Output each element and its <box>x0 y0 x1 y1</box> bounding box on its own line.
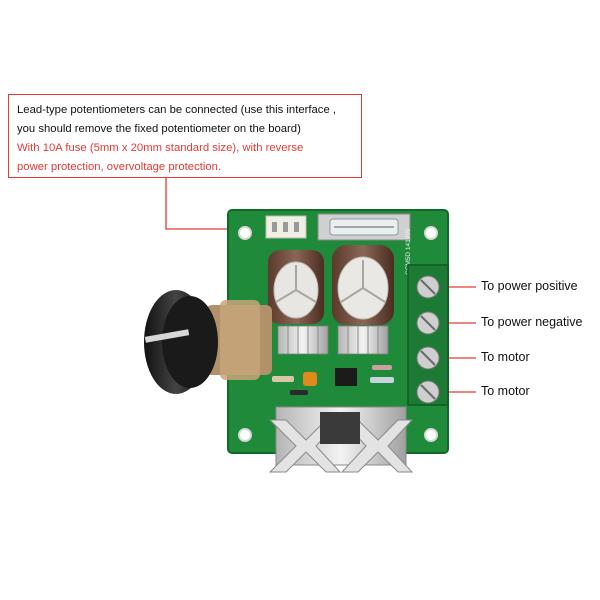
callout-line-3: With 10A fuse (5mm x 20mm standard size)… <box>17 142 304 154</box>
terminal-label-motor-1: To motor <box>481 350 530 364</box>
bottom-heatsink <box>268 406 414 473</box>
ic-chip <box>335 368 357 386</box>
resistor <box>370 377 394 383</box>
callout-line-1: Lead-type potentiometers can be connecte… <box>17 104 337 116</box>
mount-hole <box>424 428 438 442</box>
resistor <box>272 376 294 382</box>
mount-hole <box>238 428 252 442</box>
diode <box>290 390 308 395</box>
callout-box: Lead-type potentiometers can be connecte… <box>8 94 362 178</box>
terminal-label-power-positive: To power positive <box>481 279 578 293</box>
potentiometer-knob <box>144 290 272 394</box>
terminal-label-power-negative: To power negative <box>481 315 583 329</box>
upper-heatsink <box>277 325 389 355</box>
trimmer-capacitor <box>303 372 317 386</box>
capacitor-left <box>268 250 324 324</box>
mount-hole <box>238 226 252 240</box>
resistor <box>372 365 392 370</box>
terminal-screws <box>416 275 440 404</box>
callout-line-2: you should remove the fixed potentiomete… <box>17 123 301 135</box>
callout-line-4: power protection, overvoltage protection… <box>17 161 222 173</box>
capacitor-right <box>332 245 394 325</box>
terminal-label-motor-2: To motor <box>481 384 530 398</box>
mount-hole <box>424 226 438 240</box>
silkscreen-text: CCM5D 141009 <box>405 228 412 275</box>
